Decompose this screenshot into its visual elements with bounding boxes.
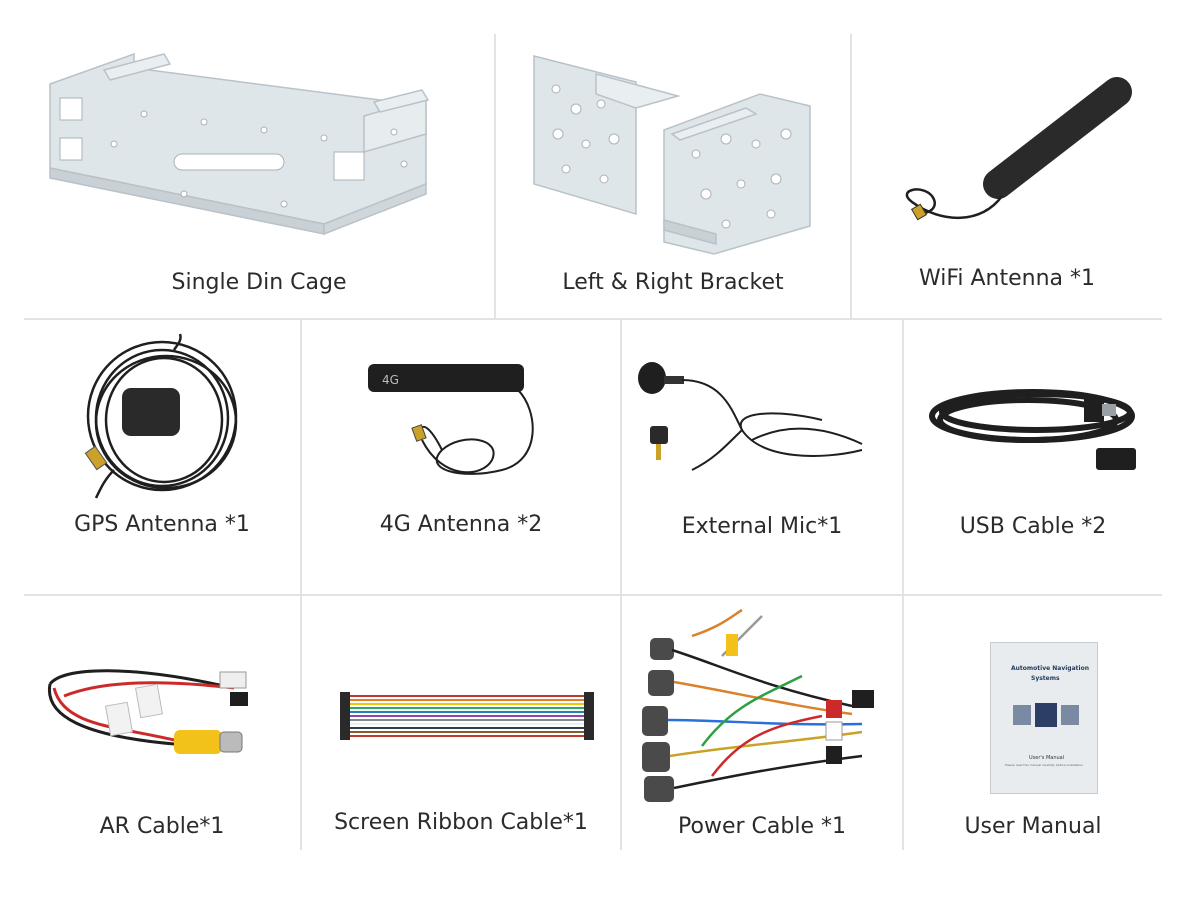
- item-label: Power Cable *1: [678, 814, 846, 839]
- 4g-antenna-icon: 4G: [368, 364, 534, 475]
- item-label: Screen Ribbon Cable*1: [334, 810, 588, 835]
- item-label: AR Cable*1: [99, 814, 225, 839]
- item-wifi-antenna: WiFi Antenna *1: [852, 34, 1162, 318]
- wifi-antenna-icon: [905, 77, 1132, 221]
- gps-antenna-icon: [84, 333, 238, 499]
- item-usb-cable: USB Cable *2: [904, 320, 1162, 594]
- col-divider-r2-b: [620, 320, 622, 850]
- microphone-icon: [638, 362, 863, 471]
- col-divider-r2-a: [300, 320, 302, 850]
- item-label: Left & Right Bracket: [562, 270, 784, 295]
- item-ar-cable: AR Cable*1: [24, 596, 300, 850]
- col-divider-r1-b: [850, 34, 852, 318]
- row-divider-1: [24, 318, 1162, 320]
- item-single-din-cage: Single Din Cage: [24, 34, 494, 318]
- item-label: Single Din Cage: [171, 270, 347, 295]
- item-screen-ribbon-cable: Screen Ribbon Cable*1: [302, 596, 620, 850]
- item-label: User Manual: [964, 814, 1102, 839]
- item-external-mic: External Mic*1: [622, 320, 902, 594]
- item-left-right-bracket: Left & Right Bracket: [496, 34, 850, 318]
- item-4g-antenna: 4G 4G Antenna *2: [302, 320, 620, 594]
- manual-subtitle: User's Manual: [1029, 755, 1065, 761]
- manual-title-2: Systems: [1031, 675, 1060, 682]
- ribbon-cable-icon: [340, 692, 594, 740]
- item-label: 4G Antenna *2: [379, 512, 543, 537]
- user-manual-icon: Automotive Navigation Systems User's Man…: [990, 642, 1098, 794]
- item-label: WiFi Antenna *1: [918, 266, 1096, 291]
- ar-cable-icon: [47, 669, 248, 754]
- item-gps-antenna: GPS Antenna *1: [24, 320, 300, 594]
- col-divider-r2-c: [902, 320, 904, 850]
- manual-title-1: Automotive Navigation: [1011, 665, 1089, 672]
- antenna-badge: 4G: [382, 373, 399, 387]
- manual-note: Please read this manual carefully before…: [1005, 763, 1084, 767]
- usb-cable-icon: [929, 389, 1136, 470]
- col-divider-r1-a: [494, 34, 496, 318]
- item-power-cable: Power Cable *1: [622, 596, 902, 850]
- mounting-bracket-icon: [533, 55, 811, 255]
- manual-screens: [1013, 703, 1079, 727]
- single-din-cage-icon: [49, 52, 430, 236]
- item-label: External Mic*1: [681, 514, 843, 539]
- item-label: GPS Antenna *1: [74, 512, 250, 537]
- item-label: USB Cable *2: [959, 514, 1107, 539]
- power-cable-icon: [642, 608, 874, 802]
- item-user-manual: Automotive Navigation Systems User's Man…: [904, 596, 1162, 850]
- row-divider-2: [24, 594, 1162, 596]
